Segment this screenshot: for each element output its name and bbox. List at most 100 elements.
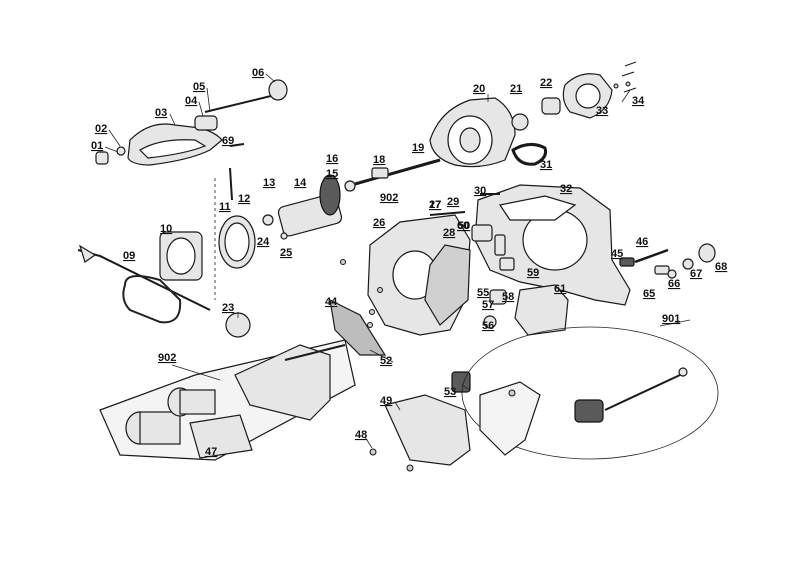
- part-04-spring: [194, 115, 218, 131]
- label-30: 30: [474, 185, 486, 197]
- label-44: 44: [325, 296, 338, 308]
- part-15-washer: [344, 180, 356, 192]
- label-15: 15: [326, 168, 338, 180]
- handle-assembly: [95, 79, 288, 166]
- part-56-nut: [483, 315, 497, 329]
- label-69: 69: [222, 135, 234, 147]
- label-22: 22: [540, 77, 552, 89]
- label-33: 33: [596, 105, 608, 117]
- part-44-blade-insert: [329, 298, 387, 356]
- part-68-knob: [698, 243, 716, 263]
- label-47: 47: [205, 446, 217, 458]
- detail-ellipse: [461, 326, 719, 460]
- label-58: 58: [502, 291, 514, 303]
- part-06-knob: [268, 79, 288, 101]
- label-24: 24: [257, 236, 270, 248]
- right-side-parts: [514, 243, 716, 336]
- handle-grip: [139, 139, 207, 159]
- part-22-gear: [541, 97, 561, 115]
- label-48: 48: [355, 429, 367, 441]
- motor-assembly: [159, 143, 441, 300]
- label-19: 19: [412, 142, 424, 154]
- callout-labels: 01 02 03 04 05 06 09 10 11 12 13 14 15 1…: [91, 67, 727, 458]
- part-02-nut: [116, 146, 126, 156]
- label-01: 01: [91, 140, 103, 152]
- part-65-bushing: [654, 265, 670, 275]
- detail-901: [461, 319, 719, 460]
- label-53: 53: [444, 386, 456, 398]
- label-18: 18: [373, 154, 385, 166]
- label-02: 02: [95, 123, 107, 135]
- detail-bracket: [479, 381, 541, 456]
- label-56: 56: [482, 320, 494, 332]
- part-31-belt: [511, 143, 547, 166]
- part-09-plug: [78, 244, 97, 263]
- label-16: 16: [326, 153, 338, 165]
- label-46: 46: [636, 236, 648, 248]
- part-47-plate: [189, 414, 253, 459]
- label-06: 06: [252, 67, 264, 79]
- label-67: 67: [690, 268, 702, 280]
- guard-segment: [424, 244, 471, 326]
- part-66-washer: [667, 269, 677, 279]
- part-12-bearing: [262, 214, 274, 226]
- part-67-nut: [682, 258, 694, 270]
- label-11: 11: [219, 201, 231, 213]
- part-01-cap: [95, 151, 109, 165]
- label-03: 03: [155, 107, 167, 119]
- label-29: 29: [447, 196, 459, 208]
- label-20: 20: [473, 83, 485, 95]
- base-bracket: [234, 344, 331, 421]
- label-28: 28: [443, 227, 455, 239]
- label-17: 17: [429, 199, 441, 211]
- part-49-foot: [384, 394, 471, 466]
- part-18-shaft: [371, 167, 389, 179]
- label-09: 09: [123, 250, 135, 262]
- part-45-spring: [619, 257, 635, 267]
- label-49: 49: [380, 395, 392, 407]
- label-34: 34: [632, 95, 645, 107]
- label-902-upper: 902: [380, 192, 398, 204]
- label-13: 13: [263, 177, 275, 189]
- dust-tube: [139, 411, 181, 445]
- label-05: 05: [193, 81, 205, 93]
- label-32: 32: [560, 183, 572, 195]
- lower-base-assembly: [99, 298, 387, 461]
- label-14: 14: [294, 177, 307, 189]
- label-59: 59: [527, 267, 539, 279]
- label-902-lower: 902: [158, 352, 176, 364]
- label-55: 55: [477, 287, 489, 299]
- label-04: 04: [185, 95, 198, 107]
- part-60-lever: [494, 234, 506, 256]
- gear-housing-assembly: [429, 61, 637, 168]
- cable-assembly: [77, 244, 251, 338]
- label-45: 45: [611, 248, 623, 260]
- part-61-cover: [514, 284, 569, 336]
- label-68: 68: [715, 261, 727, 273]
- label-23: 23: [222, 302, 234, 314]
- part-28-knob: [471, 224, 493, 242]
- label-52: 52: [380, 355, 392, 367]
- label-66: 66: [668, 278, 680, 290]
- label-50: 50: [458, 220, 470, 232]
- label-901: 901: [662, 313, 680, 325]
- part-59-switch: [499, 257, 515, 271]
- label-21: 21: [510, 83, 522, 95]
- label-12: 12: [238, 193, 250, 205]
- leader-lines: [104, 73, 631, 449]
- label-25: 25: [280, 247, 292, 259]
- label-65: 65: [643, 288, 655, 300]
- label-10: 10: [160, 223, 172, 235]
- part-21-bearing: [511, 113, 529, 131]
- main-housing-assembly: [340, 184, 631, 336]
- label-31: 31: [540, 159, 552, 171]
- cable-strap: [122, 275, 182, 324]
- label-27: 27: [429, 199, 441, 211]
- label-57: 57: [482, 299, 494, 311]
- label-60: 60: [457, 220, 469, 232]
- detail-motor: [574, 399, 604, 423]
- part-16-fan: [319, 174, 341, 216]
- part-58-clip: [489, 289, 507, 305]
- label-61: 61: [554, 283, 566, 295]
